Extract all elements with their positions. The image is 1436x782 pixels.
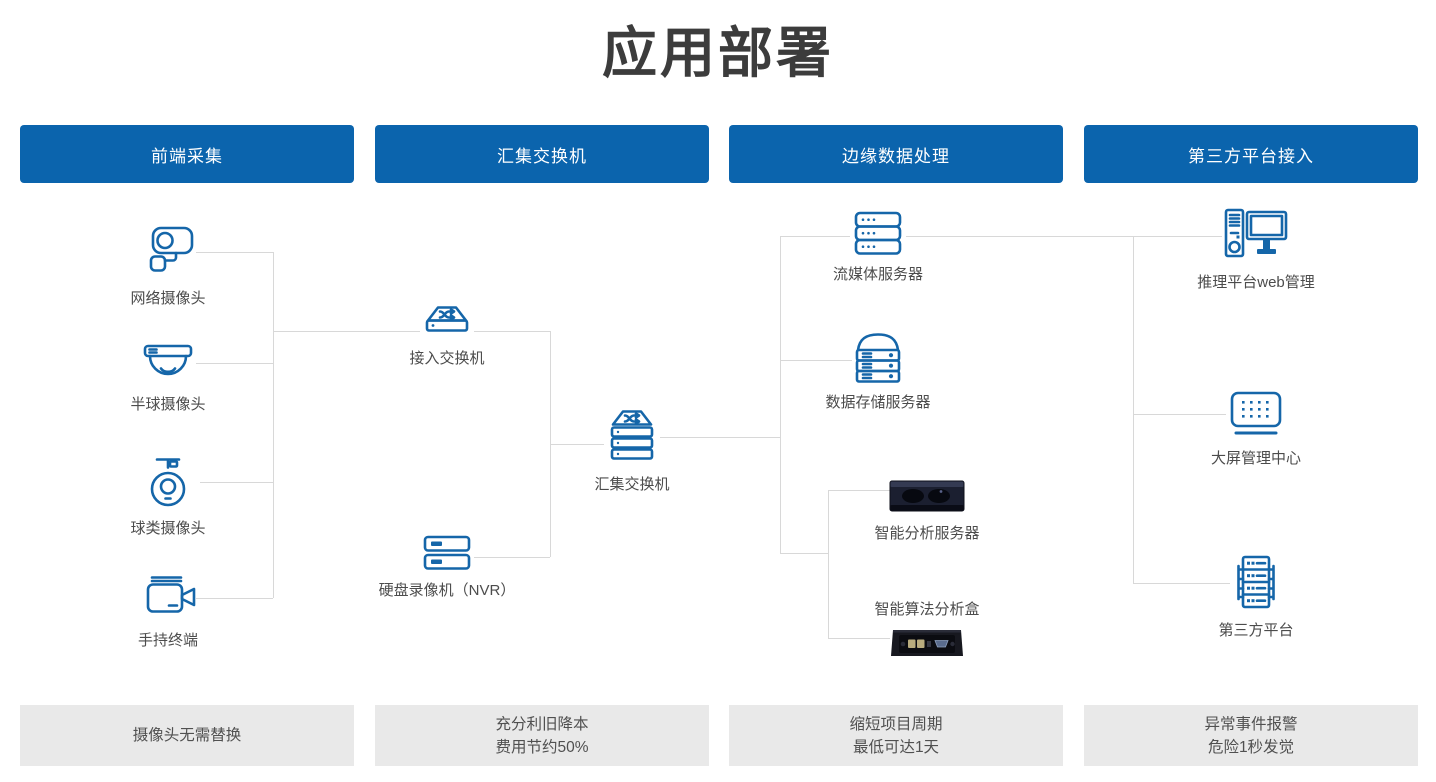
connector-line (828, 638, 890, 639)
connector-line (474, 331, 550, 332)
node-label: 流媒体服务器 (832, 266, 923, 283)
benefit-box-frontend: 摄像头无需替换 (20, 705, 354, 766)
connector-line (196, 252, 273, 253)
page-title: 应用部署 (601, 22, 834, 84)
bullet-camera-icon (149, 226, 194, 272)
connector-line (1133, 236, 1134, 583)
node-label: 硬盘录像机（NVR） (378, 582, 516, 599)
header-third-party-access: 第三方平台接入 (1084, 125, 1418, 183)
connector-line (660, 437, 780, 438)
header-aggregation-switch: 汇集交换机 (375, 125, 709, 183)
node-ball-camera: 球类摄像头 (88, 456, 248, 538)
benefit-line: 最低可达1天 (852, 738, 940, 756)
node-storage-server: 数据存储服务器 (798, 328, 958, 412)
connector-line (906, 236, 1222, 237)
node-label: 第三方平台 (1218, 622, 1294, 639)
connector-line (828, 490, 829, 638)
node-dome-camera: 半球摄像头 (88, 342, 248, 414)
benefit-box-thirdparty: 异常事件报警 危险1秒发觉 (1084, 705, 1418, 766)
node-third-party-platform: 第三方平台 (1176, 554, 1336, 640)
benefit-box-switch: 充分利旧降本 费用节约50% (375, 705, 709, 766)
connector-line (550, 444, 604, 445)
node-label: 网络摄像头 (130, 290, 206, 307)
connector-line (196, 363, 273, 364)
node-label: 球类摄像头 (130, 520, 206, 537)
server-icon (854, 211, 902, 255)
nvr-icon (423, 535, 471, 570)
benefit-box-edge: 缩短项目周期 最低可达1天 (729, 705, 1063, 766)
desktop-computer-icon (1224, 208, 1288, 258)
connector-line (780, 236, 781, 553)
connector-line (780, 236, 850, 237)
rack-server-photo (889, 480, 965, 512)
benefit-line: 危险1秒发觉 (1207, 738, 1295, 756)
benefit-line: 费用节约50% (495, 738, 589, 756)
node-analysis-server: 智能分析服务器 (847, 477, 1007, 543)
connector-line (196, 598, 273, 599)
led-screen-icon (1230, 391, 1282, 435)
node-label: 智能算法分析盒 (874, 601, 980, 618)
node-analysis-box: 智能算法分析盒 (847, 598, 1007, 662)
node-label: 推理平台web管理 (1197, 274, 1315, 291)
dome-camera-icon (143, 344, 193, 376)
connector-line (780, 553, 828, 554)
edge-box-photo (891, 630, 963, 656)
connector-line (828, 490, 890, 491)
node-access-switch: 接入交换机 (367, 304, 527, 368)
node-label: 数据存储服务器 (825, 394, 931, 411)
node-network-camera: 网络摄像头 (88, 220, 248, 308)
handheld-camera-icon (146, 576, 196, 613)
benefit-line: 充分利旧降本 (495, 715, 589, 733)
connector-line (474, 557, 550, 558)
node-label: 手持终端 (137, 632, 198, 649)
node-big-screen: 大屏管理中心 (1176, 390, 1336, 468)
benefit-line: 缩短项目周期 (849, 715, 943, 733)
stacked-switch-icon (610, 410, 654, 460)
node-label: 半球摄像头 (130, 396, 206, 413)
connector-line (1133, 414, 1226, 415)
node-label: 大屏管理中心 (1210, 450, 1301, 467)
node-media-server: 流媒体服务器 (798, 210, 958, 284)
header-edge-processing: 边缘数据处理 (729, 125, 1063, 183)
node-handheld-terminal: 手持终端 (88, 574, 248, 650)
node-nvr: 硬盘录像机（NVR） (357, 534, 537, 600)
connector-line (1133, 583, 1230, 584)
connector-line (200, 482, 273, 483)
connector-line (780, 360, 852, 361)
benefit-line: 异常事件报警 (1204, 715, 1298, 733)
switch-icon (425, 306, 469, 332)
node-label: 汇集交换机 (594, 476, 670, 493)
node-label: 智能分析服务器 (874, 525, 980, 542)
node-aggregation-switch: 汇集交换机 (552, 408, 712, 494)
connector-line (273, 331, 420, 332)
node-web-management: 推理平台web管理 (1176, 208, 1336, 292)
server-rack-icon (1237, 555, 1275, 609)
connector-line (273, 252, 274, 598)
storage-server-icon (855, 333, 901, 383)
header-frontend-collection: 前端采集 (20, 125, 354, 183)
benefit-line: 摄像头无需替换 (132, 727, 242, 744)
node-label: 接入交换机 (409, 350, 485, 367)
ball-camera-icon (150, 458, 186, 507)
